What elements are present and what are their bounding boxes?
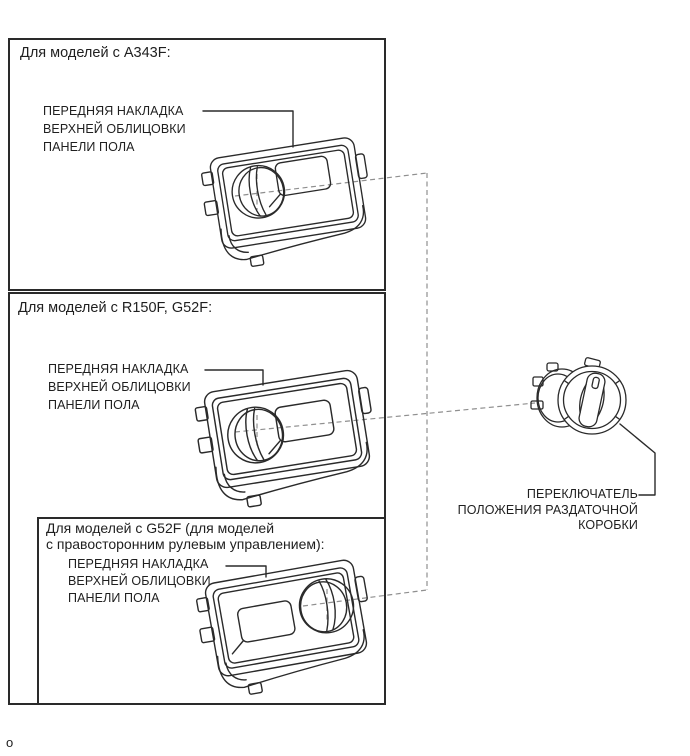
model-box-g52f-rhd-title: Для моделей с G52F (для моделей с правос… — [46, 520, 325, 552]
model-box-r150f-g52f-title: Для моделей с R150F, G52F: — [18, 300, 212, 317]
callout-line: ПЕРЕДНЯЯ НАКЛАДКА — [48, 362, 189, 376]
model-box-a343f-title: Для моделей с A343F: — [20, 45, 171, 62]
page-footer-char: o — [6, 735, 14, 750]
callout-line: ПЕРЕДНЯЯ НАКЛАДКА — [68, 557, 209, 571]
switch-bezel — [557, 365, 627, 435]
callout-line: ПАНЕЛИ ПОЛА — [68, 591, 160, 605]
callout-line: ВЕРХНЕЙ ОБЛИЦОВКИ — [48, 380, 191, 394]
callout-line: ПАНЕЛИ ПОЛА — [43, 140, 135, 154]
callout-line: ПОЛОЖЕНИЯ РАЗДАТОЧНОЙ — [457, 502, 638, 517]
callout-line: ПАНЕЛИ ПОЛА — [48, 398, 140, 412]
title-line: Для моделей с A343F: — [20, 45, 171, 61]
title-line: с правосторонним рулевым управлением): — [46, 535, 325, 552]
front-floor-panel-callout-1: ПЕРЕДНЯЯ НАКЛАДКА ВЕРХНЕЙ ОБЛИЦОВКИ ПАНЕ… — [43, 102, 186, 156]
title-line: Для моделей с G52F (для моделей — [46, 520, 275, 536]
model-box-a343f: Для моделей с A343F: ПЕРЕДНЯЯ НАКЛАДКА В… — [8, 38, 386, 291]
transfer-switch-illustration — [530, 357, 627, 435]
switch-knob — [578, 372, 606, 428]
switch-bezel-ticks — [563, 379, 621, 421]
switch-bezel-inner — [562, 370, 622, 430]
switch-housing — [530, 362, 588, 428]
front-floor-panel-callout-2: ПЕРЕДНЯЯ НАКЛАДКА ВЕРХНЕЙ ОБЛИЦОВКИ ПАНЕ… — [48, 360, 191, 414]
callout-line: ПЕРЕКЛЮЧАТЕЛЬ — [526, 487, 638, 501]
title-line: Для моделей с R150F, G52F: — [18, 300, 213, 316]
front-floor-panel-callout-3: ПЕРЕДНЯЯ НАКЛАДКА ВЕРХНЕЙ ОБЛИЦОВКИ ПАНЕ… — [68, 556, 211, 607]
callout-line: ВЕРХНЕЙ ОБЛИЦОВКИ — [68, 574, 211, 588]
model-box-g52f-rhd: Для моделей с G52F (для моделей с правос… — [37, 517, 386, 705]
transfer-switch-callout: ПЕРЕКЛЮЧАТЕЛЬ ПОЛОЖЕНИЯ РАЗДАТОЧНОЙ КОРО… — [420, 487, 638, 534]
callout-line: ПЕРЕДНЯЯ НАКЛАДКА — [43, 104, 184, 118]
leader-line-switch — [619, 423, 656, 496]
callout-line: ВЕРХНЕЙ ОБЛИЦОВКИ — [43, 122, 186, 136]
callout-line: КОРОБКИ — [578, 518, 638, 532]
switch-top-tab — [583, 357, 601, 369]
